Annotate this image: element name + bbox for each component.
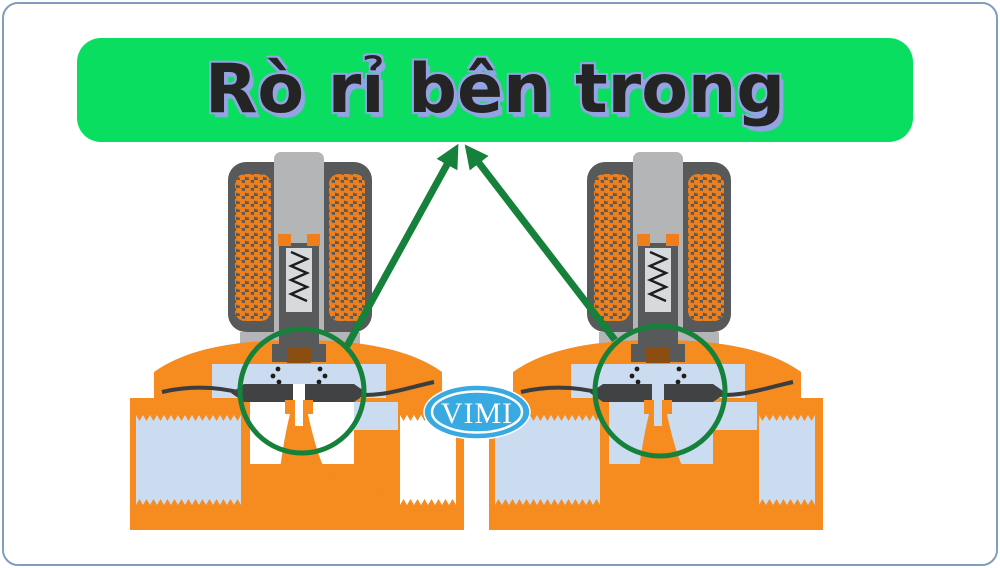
valves-layer [130, 152, 823, 530]
title-text: Rò rỉ bên trong [205, 50, 785, 129]
pilot-spring-dot [316, 379, 322, 385]
coil-winding-left [594, 174, 630, 321]
leak-arrow-left [343, 143, 459, 348]
orifice-gap [293, 384, 305, 402]
vimi-logo: VIMI [423, 384, 531, 440]
plunger-nub [666, 234, 679, 246]
pilot-spring-dot [635, 379, 641, 385]
solenoid-valve-left [130, 152, 464, 530]
collar-tab [240, 332, 258, 345]
pilot-spring-dot [676, 366, 682, 372]
diaphragm-disc-right [664, 384, 726, 402]
inlet-thread [136, 499, 241, 505]
diaphragm-disc-left [231, 384, 293, 402]
seat-post [644, 400, 654, 414]
plunger-nub [637, 234, 650, 246]
solenoid-valve-right [489, 152, 823, 530]
plunger-nub [307, 234, 320, 246]
orifice-channel [295, 400, 303, 426]
diaphragm-disc-left [590, 384, 652, 402]
diaphragm [161, 380, 435, 426]
annotation-layer [237, 143, 728, 459]
valve-seal [287, 348, 311, 363]
outlet-thread [759, 415, 815, 421]
body-base [545, 505, 761, 530]
outlet-port [759, 415, 815, 505]
outlet-thread [759, 499, 815, 505]
pilot-spring-dot [629, 373, 635, 379]
body-base [186, 505, 402, 530]
coil-winding-left [235, 174, 271, 321]
orifice-gap [652, 384, 664, 402]
diaphragm-disc-right [305, 384, 367, 402]
title-banner: Rò rỉ bên trong [77, 38, 913, 142]
outlet-thread [400, 499, 456, 505]
pilot-spring-dot [675, 379, 681, 385]
valve-seat [635, 410, 749, 510]
pilot-spring-dot [681, 373, 687, 379]
leak-arrow-right [464, 144, 618, 343]
inlet-thread [495, 499, 600, 505]
pilot-spring-dot [275, 366, 281, 372]
seat-post [662, 400, 672, 414]
seat-post [303, 400, 313, 414]
leak-highlight-circle-left [237, 326, 367, 456]
valve-seat [276, 410, 390, 510]
diaphragm [520, 380, 794, 426]
return-spring [647, 250, 669, 303]
seat-post [285, 400, 295, 414]
pilot-spring-dot [634, 366, 640, 372]
return-spring [288, 250, 310, 303]
logo-text: VIMI [441, 397, 513, 430]
pilot-spring-dot [317, 366, 323, 372]
pilot-spring-dot [322, 373, 328, 379]
coil-winding-right [688, 174, 724, 321]
plunger-nub [278, 234, 291, 246]
orifice-channel [654, 400, 662, 426]
inlet-thread [136, 415, 241, 421]
valve-seal [646, 348, 670, 363]
logo-inner-ring [430, 390, 524, 434]
logo-ellipse [423, 384, 531, 440]
leak-highlight-circle-right [592, 323, 728, 459]
inlet-port [136, 415, 241, 505]
pilot-spring-dot [276, 379, 282, 385]
pilot-spring-dot [270, 373, 276, 379]
coil-winding-right [329, 174, 365, 321]
